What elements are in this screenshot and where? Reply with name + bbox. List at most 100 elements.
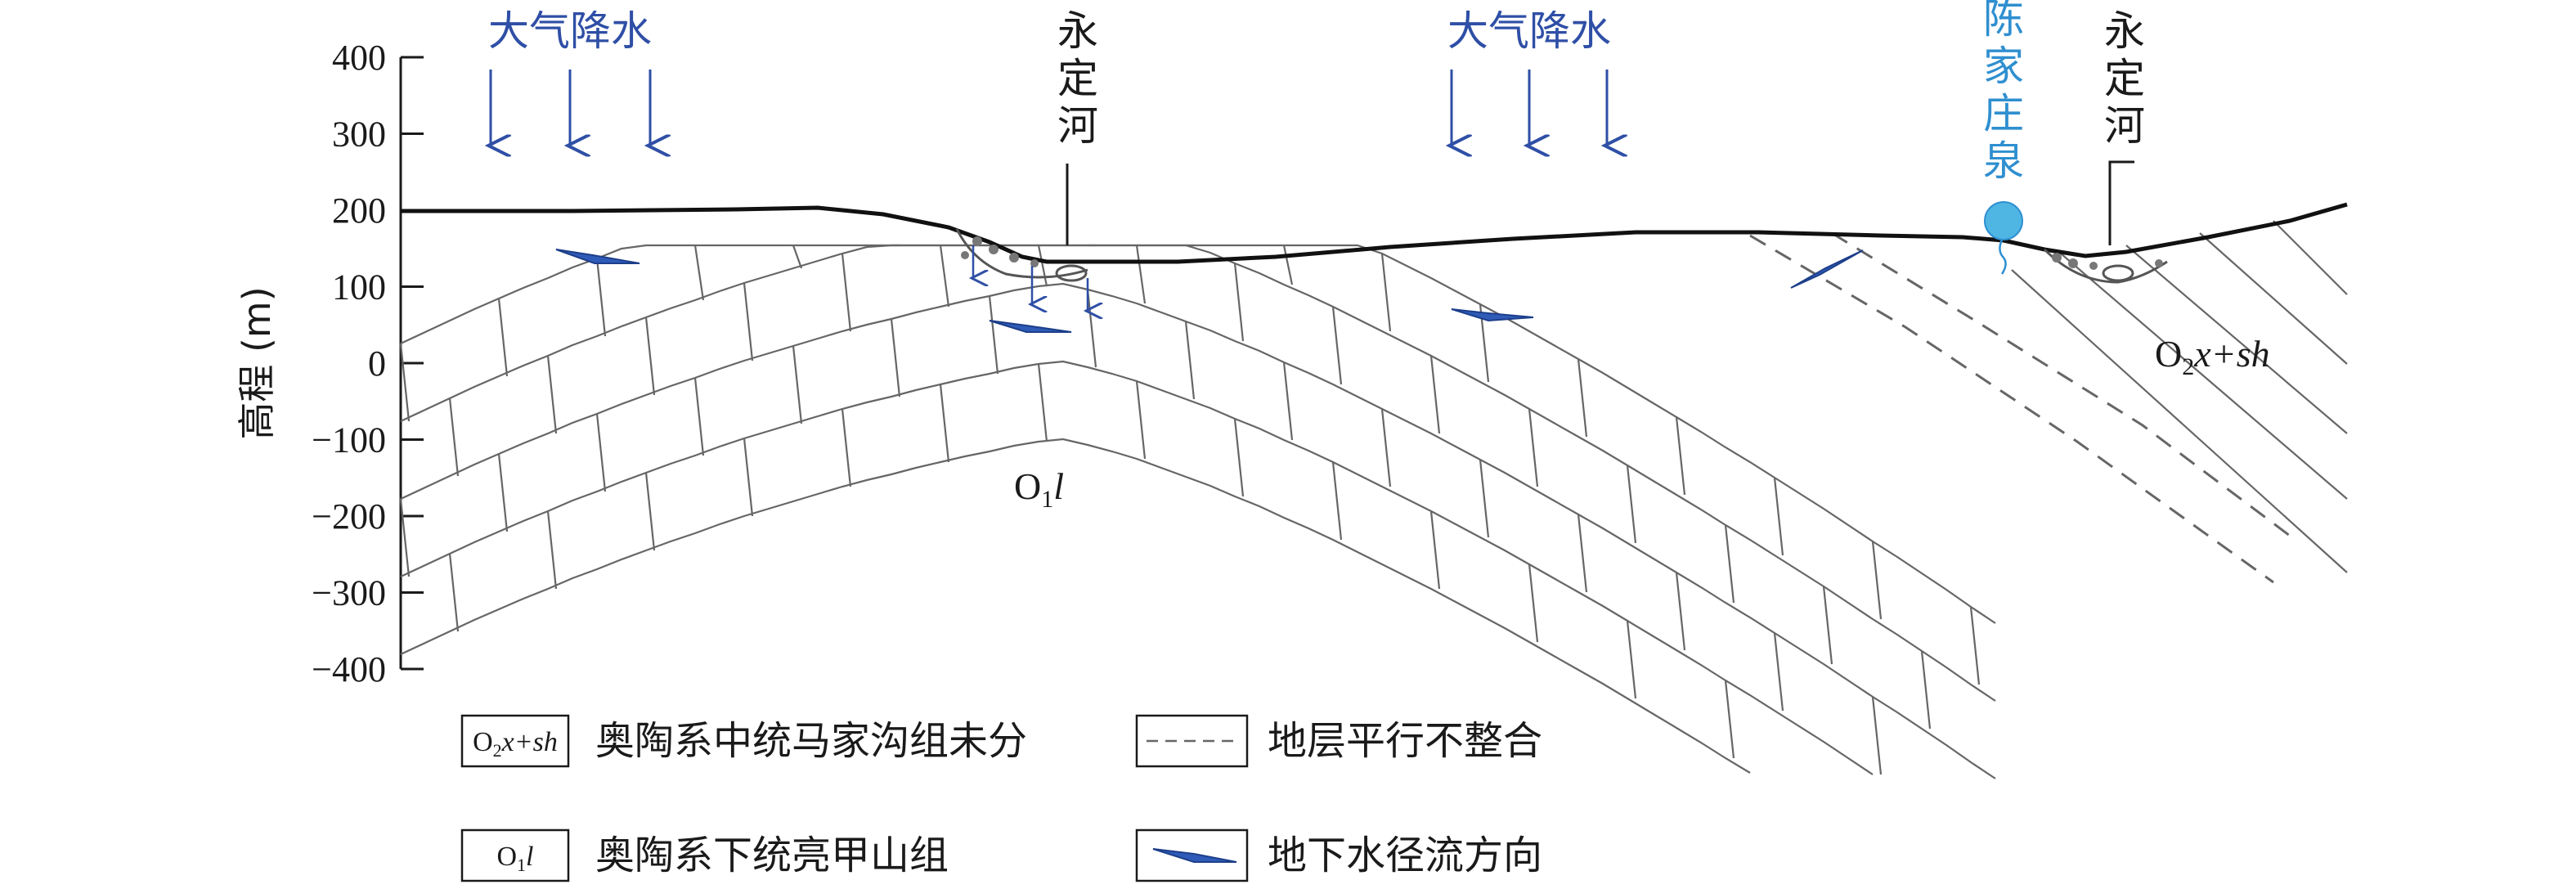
legend-swatch xyxy=(460,828,570,882)
flow-arrow-4 xyxy=(1790,249,1864,289)
y-tick-label: 400 xyxy=(332,38,386,78)
bedding-plane xyxy=(400,244,1996,624)
joint-line xyxy=(497,453,509,532)
joint-line xyxy=(1528,408,1539,487)
strata-label-lower: O1l xyxy=(1014,465,1064,513)
joint-line xyxy=(1429,355,1441,434)
river-right-char: 永 xyxy=(2104,7,2145,55)
joint-line xyxy=(1429,510,1441,590)
joint-line xyxy=(1282,245,1294,285)
limestone-strata xyxy=(399,220,2348,779)
bedding-plane xyxy=(400,244,1996,702)
groundwater-flow-arrows xyxy=(555,249,1864,333)
river-left-char: 定 xyxy=(1057,55,1098,102)
joint-line xyxy=(1331,461,1343,541)
river-right-char: 河 xyxy=(2104,102,2145,150)
joint-line xyxy=(988,295,999,375)
joint-line xyxy=(1626,465,1637,544)
joint-line xyxy=(546,355,558,434)
bedding-plane xyxy=(2060,253,2348,500)
y-axis-label: 高程 (m) xyxy=(235,286,279,439)
spring-char: 泉 xyxy=(1983,137,2024,185)
joint-line xyxy=(693,377,705,456)
infiltration-arrows xyxy=(973,245,1088,311)
joint-line xyxy=(841,253,852,332)
legend-item-text: 奥陶系下统亮甲山组 xyxy=(595,833,949,878)
river-leaders xyxy=(1066,160,2134,245)
joint-line xyxy=(1626,620,1637,699)
joint-line xyxy=(595,413,607,492)
joint-line xyxy=(1380,253,1392,332)
legend-item-unconformity: 地层平行不整合 xyxy=(1135,714,1542,768)
bedding-plane xyxy=(2011,269,2348,573)
joint-line xyxy=(1724,680,1735,759)
legend-swatch-label: O2x+sh xyxy=(473,727,558,761)
joint-line xyxy=(1675,416,1686,496)
y-tick-label: 100 xyxy=(332,267,386,308)
bedding-plane xyxy=(2125,245,2348,434)
flow-arrow-icon xyxy=(1152,848,1237,863)
y-tick-label: −400 xyxy=(312,649,386,689)
bedding-plane xyxy=(2273,220,2348,295)
legend-item-text: 地层平行不整合 xyxy=(1268,718,1542,764)
rain-label-right: 大气降水 xyxy=(1447,7,1611,55)
river-left-char: 河 xyxy=(1057,102,1098,150)
spring-char: 陈 xyxy=(1983,0,2024,43)
ground-surface xyxy=(401,202,2348,264)
joint-line xyxy=(1184,321,1196,400)
joint-line xyxy=(792,245,803,269)
spring-char: 庄 xyxy=(1983,90,2024,137)
joint-line xyxy=(693,245,705,301)
joint-line xyxy=(448,397,460,477)
joint-line xyxy=(939,384,950,463)
joint-line xyxy=(1331,306,1343,385)
joint-line xyxy=(644,317,656,396)
joint-line xyxy=(1577,514,1588,593)
joint-line xyxy=(1037,363,1048,442)
joint-line xyxy=(1773,477,1784,556)
y-tick-label: −300 xyxy=(312,573,386,613)
joint-line xyxy=(1037,245,1048,287)
legend-item-o2xsh: O2x+sh 奥陶系中统马家沟组未分 xyxy=(460,714,1027,768)
y-tick-label: 300 xyxy=(332,114,386,155)
joint-line xyxy=(497,298,509,377)
legend-item-text: 奥陶系中统马家沟组未分 xyxy=(595,718,1027,764)
bedding-plane xyxy=(400,282,1996,779)
joint-line xyxy=(1871,696,1883,775)
unconformity-line-2 xyxy=(1831,231,2291,537)
joint-line xyxy=(1086,289,1097,368)
river-label-left: 永 定 河 xyxy=(1057,7,1098,150)
joint-line xyxy=(595,258,607,337)
joint-line xyxy=(1135,380,1147,460)
rain-arrows-right xyxy=(1452,70,1607,146)
joint-line xyxy=(644,472,656,551)
river-label-right: 永 定 河 xyxy=(2104,7,2145,150)
joint-line xyxy=(399,498,411,577)
joint-line xyxy=(1528,563,1539,643)
joint-line xyxy=(448,553,460,632)
joint-line xyxy=(1822,586,1833,665)
flow-arrow-3 xyxy=(1451,308,1534,322)
joint-line xyxy=(1871,541,1883,620)
joint-line xyxy=(1675,572,1686,651)
legend-item-text: 地下水径流方向 xyxy=(1268,833,1542,878)
joint-line xyxy=(792,345,803,424)
joint-line xyxy=(1479,459,1490,538)
river-left-char: 永 xyxy=(1057,7,1098,55)
river-right-char: 定 xyxy=(2104,55,2145,102)
joint-line xyxy=(890,318,901,397)
joint-line xyxy=(1282,361,1294,441)
y-tick-label: −100 xyxy=(312,420,386,460)
spring-char: 家 xyxy=(1983,43,2024,90)
rain-arrows-left xyxy=(491,70,650,146)
joint-line xyxy=(546,510,558,590)
joint-line xyxy=(1135,245,1147,304)
joint-line xyxy=(743,282,754,361)
flow-arrow-2 xyxy=(989,320,1072,333)
joint-line xyxy=(1233,263,1245,342)
unconformity-line-1 xyxy=(1749,234,2274,584)
strata-label-upper: O2x+sh xyxy=(2155,333,2270,380)
flow-arrow-1 xyxy=(555,249,640,264)
